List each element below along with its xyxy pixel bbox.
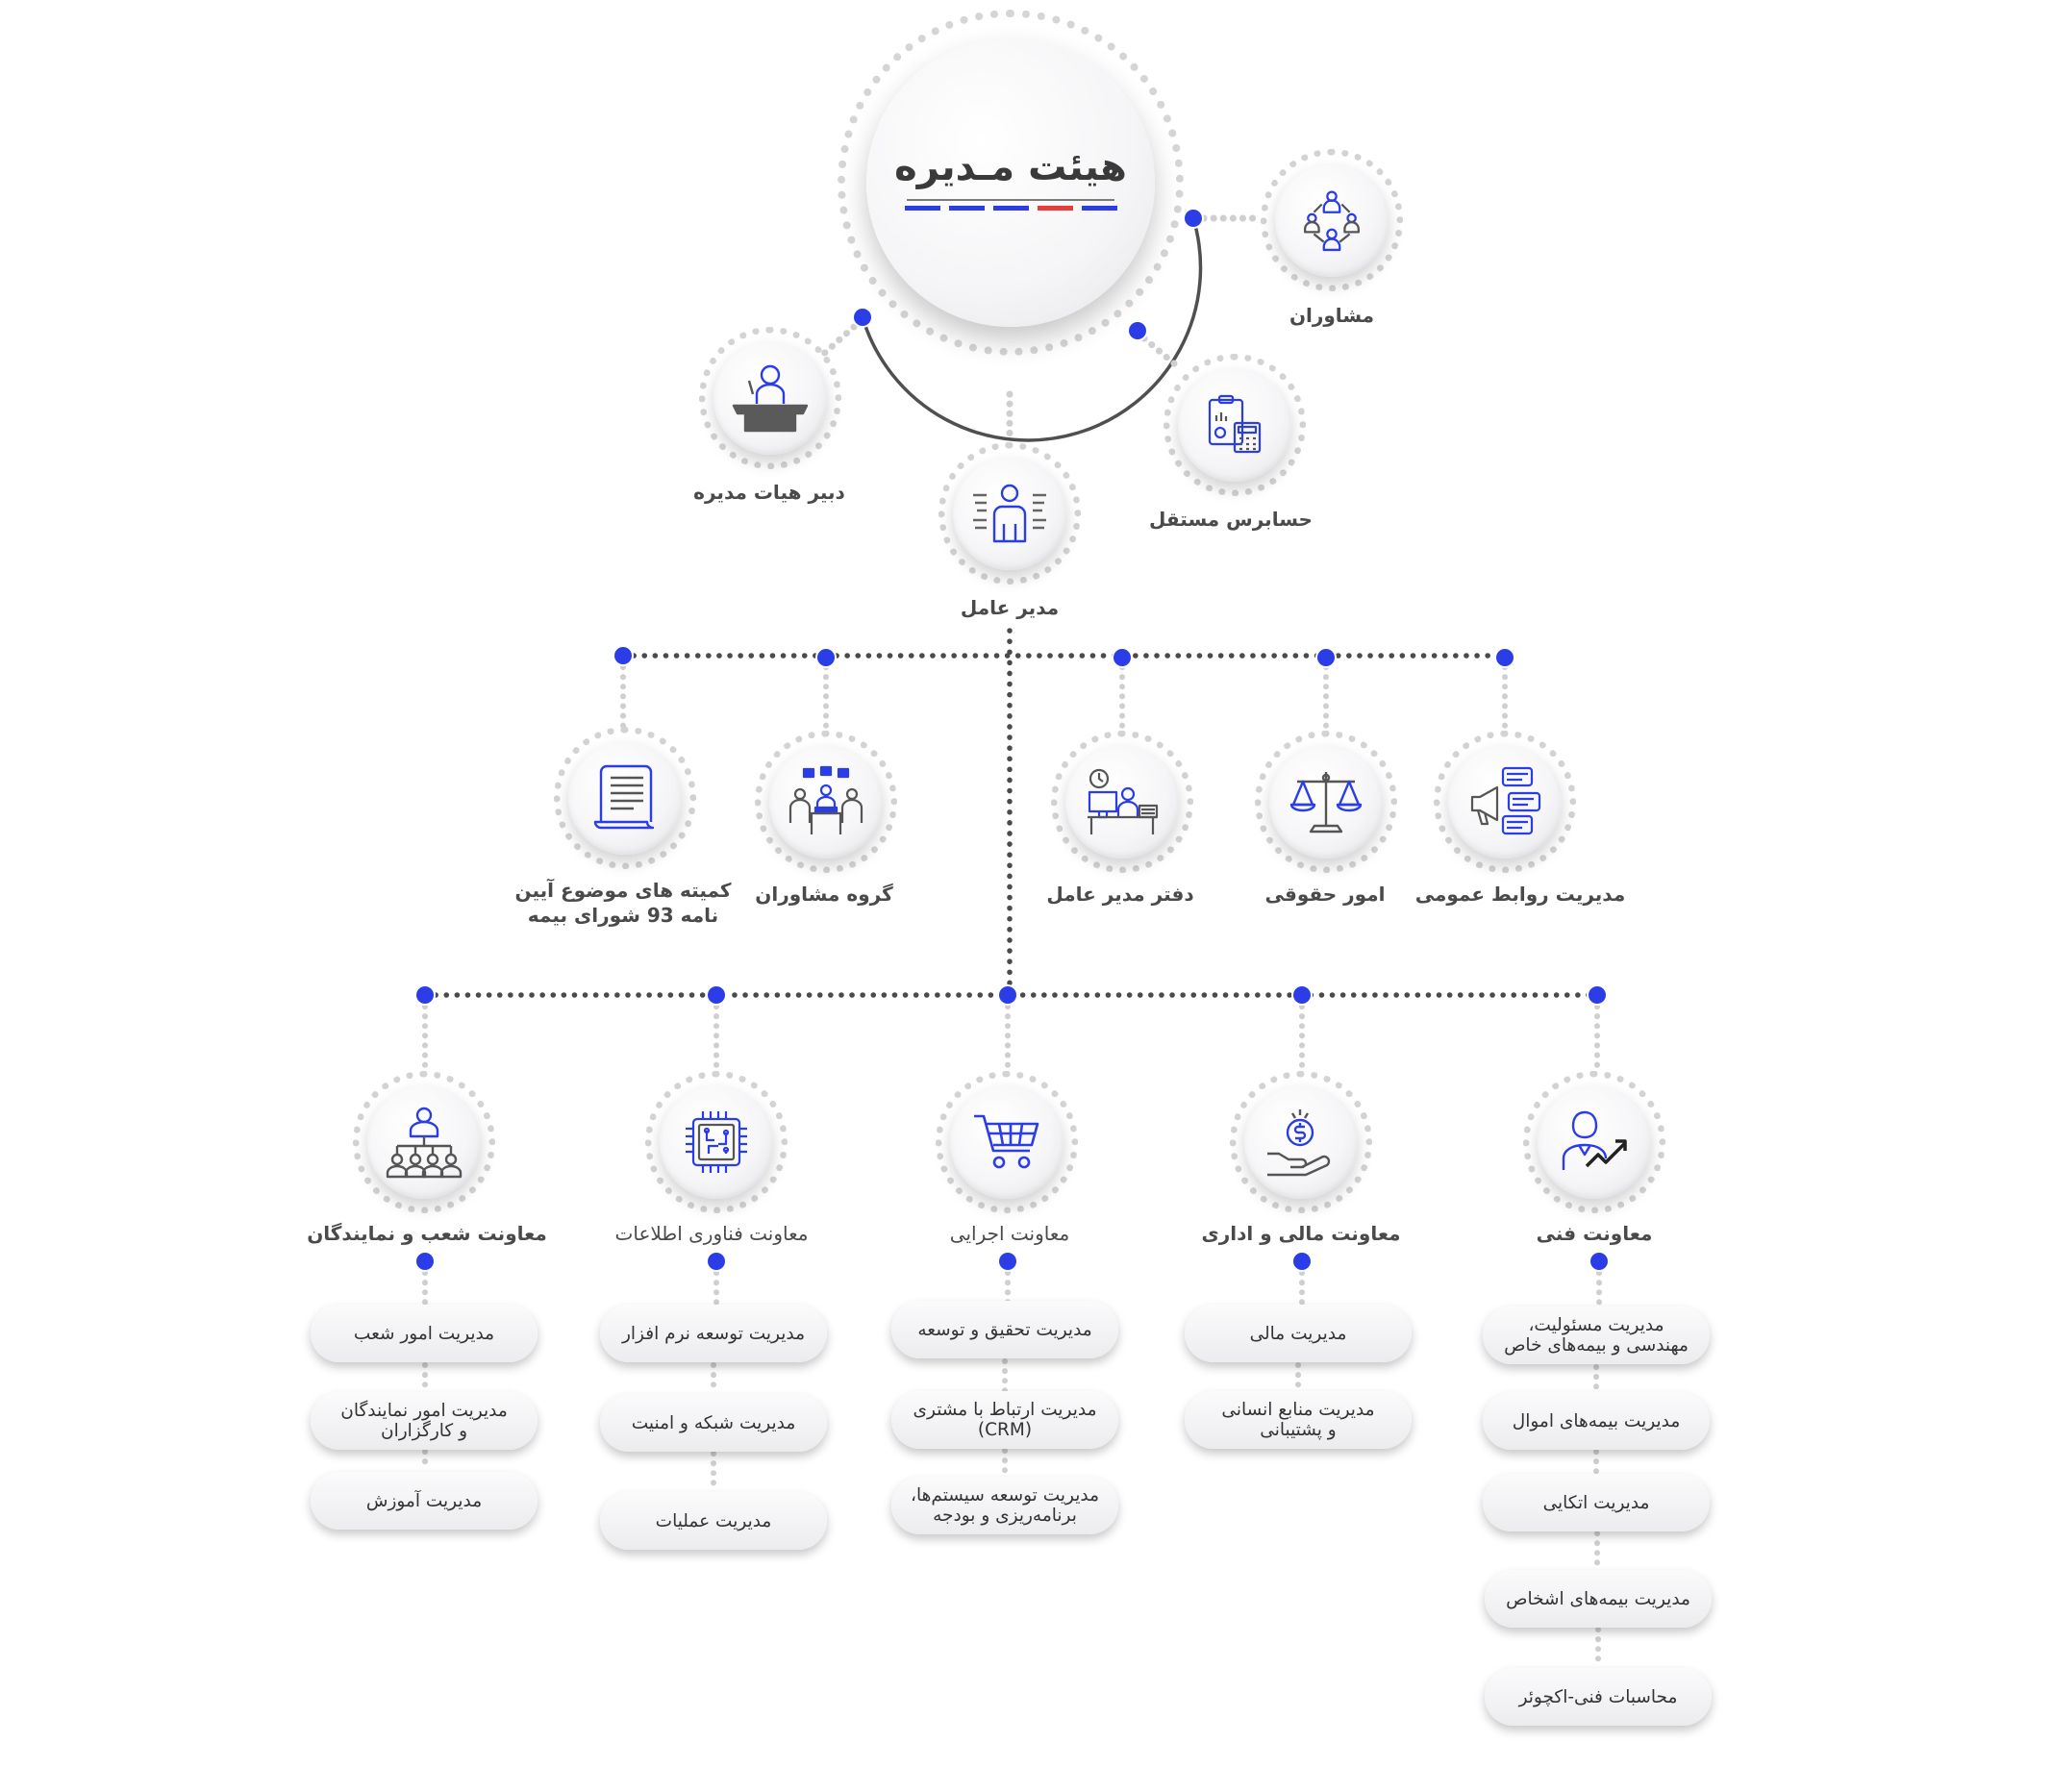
connector-dot bbox=[416, 1253, 434, 1270]
scales-justice-icon-disc bbox=[1269, 745, 1383, 859]
unit-box[interactable]: مدیریت ارتباط با مشتری (CRM) bbox=[891, 1391, 1118, 1449]
meeting-group-icon-disc bbox=[769, 745, 883, 859]
hierarchy-people-icon-disc bbox=[367, 1085, 481, 1199]
connector-dot bbox=[1589, 986, 1606, 1004]
label-deputy-branches: معاونت شعب و نمایندگان bbox=[307, 1222, 547, 1245]
label-legal: امور حقوقی bbox=[1264, 883, 1386, 906]
connector-dot bbox=[708, 986, 725, 1004]
node-public-relations bbox=[1434, 731, 1576, 873]
document-scroll-icon bbox=[593, 764, 655, 830]
node-legal bbox=[1255, 731, 1397, 873]
unit-box[interactable]: مدیریت مالی bbox=[1185, 1305, 1412, 1362]
connector-dot bbox=[1114, 649, 1131, 666]
document-scroll-icon-disc bbox=[568, 741, 682, 855]
office-desk-icon bbox=[1088, 768, 1159, 834]
node-deputy-technical bbox=[1523, 1071, 1665, 1213]
unit-box[interactable]: مدیریت اتکایی bbox=[1483, 1474, 1710, 1531]
connector-dot bbox=[1590, 1253, 1608, 1270]
meeting-group-icon bbox=[788, 765, 863, 834]
unit-box[interactable]: مدیریت آموزش bbox=[311, 1472, 538, 1530]
label-public-relations: مدیریت روابط عمومی bbox=[1414, 883, 1626, 906]
cpu-chip-icon-disc bbox=[660, 1085, 773, 1199]
label-secretary: دبیر هیات مدیره bbox=[693, 481, 845, 504]
money-hand-icon bbox=[1267, 1109, 1331, 1177]
unit-box[interactable]: مدیریت تحقیق و توسعه bbox=[891, 1301, 1118, 1358]
node-deputy-branches bbox=[353, 1071, 495, 1213]
podium-speaker-icon-disc bbox=[713, 341, 827, 455]
unit-box[interactable]: مدیریت منابع انسانی و پشتیبانی bbox=[1185, 1391, 1412, 1449]
node-ceo bbox=[938, 442, 1081, 585]
unit-box[interactable]: مدیریت امور شعب bbox=[311, 1305, 538, 1362]
clipboard-calculator-icon bbox=[1208, 394, 1262, 454]
connector-dot bbox=[1129, 322, 1146, 339]
podium-speaker-icon bbox=[732, 364, 809, 433]
board-of-directors-node: هیئت مـدیره bbox=[838, 10, 1184, 356]
shopping-cart-icon bbox=[974, 1114, 1039, 1169]
people-network-icon bbox=[1304, 190, 1360, 252]
megaphone-chat-icon-disc bbox=[1448, 745, 1562, 859]
cpu-chip-icon bbox=[686, 1111, 747, 1173]
label-deputy-technical: معاونت فنی bbox=[1536, 1222, 1653, 1245]
connector-dot bbox=[817, 649, 835, 666]
connector-dot bbox=[416, 986, 434, 1004]
hierarchy-people-icon bbox=[386, 1107, 463, 1179]
connector-dot bbox=[1185, 210, 1202, 227]
label-ceo-office: دفتر مدیر عامل bbox=[1046, 883, 1194, 906]
megaphone-chat-icon bbox=[1470, 766, 1541, 835]
clipboard-calculator-icon-disc bbox=[1178, 368, 1291, 482]
connector-dot bbox=[1293, 986, 1311, 1004]
people-network-icon-disc bbox=[1275, 163, 1389, 277]
board-circle: هیئت مـدیره bbox=[866, 38, 1155, 327]
unit-box[interactable]: مدیریت بیمه‌های اموال bbox=[1483, 1392, 1710, 1450]
label-deputy-it: معاونت فناوری اطلاعات bbox=[614, 1222, 809, 1245]
unit-box[interactable]: مدیریت امور نمایندگان و کارگزاران bbox=[311, 1392, 538, 1450]
connector-dot bbox=[1293, 1253, 1311, 1270]
unit-box[interactable]: مدیریت بیمه‌های اشخاص bbox=[1485, 1570, 1712, 1628]
node-secretary bbox=[699, 327, 841, 469]
shopping-cart-icon-disc bbox=[950, 1085, 1064, 1199]
scales-justice-icon bbox=[1289, 772, 1363, 834]
manager-person-icon bbox=[973, 484, 1046, 543]
unit-box[interactable]: مدیریت شبکه و امنیت bbox=[600, 1394, 827, 1452]
connector-line bbox=[1140, 335, 1185, 373]
node-auditor bbox=[1164, 354, 1306, 496]
unit-box[interactable]: مدیریت عملیات bbox=[600, 1492, 827, 1550]
connector-dot bbox=[1317, 649, 1335, 666]
node-advisors bbox=[1261, 149, 1403, 291]
board-title-bars bbox=[904, 206, 1117, 211]
connector-dot bbox=[614, 647, 632, 664]
label-deputy-executive: معاونت اجرایی bbox=[949, 1222, 1070, 1245]
connector-dot bbox=[1496, 649, 1514, 666]
unit-box[interactable]: مدیریت توسعه نرم افزار bbox=[600, 1305, 827, 1362]
label-committees: کمیته های موضوع آیین نامه 93 شورای بیمه bbox=[514, 879, 732, 927]
node-deputy-it bbox=[645, 1071, 788, 1213]
connector-dot bbox=[999, 986, 1016, 1004]
node-deputy-finance bbox=[1230, 1071, 1372, 1213]
board-title-rule bbox=[907, 199, 1114, 201]
board-title: هیئت مـدیره bbox=[894, 145, 1127, 189]
connector-dot bbox=[999, 1253, 1016, 1270]
office-desk-icon-disc bbox=[1065, 745, 1179, 859]
connector-dot bbox=[854, 309, 871, 326]
label-advisors: مشاوران bbox=[1289, 304, 1375, 327]
manager-person-icon-disc bbox=[953, 457, 1066, 570]
unit-box[interactable]: محاسبات فنی-اکچوئر bbox=[1485, 1668, 1712, 1726]
board-arc bbox=[861, 217, 1203, 442]
connector-dot bbox=[708, 1253, 725, 1270]
person-growth-icon bbox=[1562, 1110, 1627, 1170]
node-deputy-executive bbox=[936, 1071, 1078, 1213]
node-advisory-group bbox=[755, 731, 897, 873]
person-growth-icon-disc bbox=[1538, 1085, 1651, 1199]
unit-box[interactable]: مدیریت مسئولیت، مهندسی و بیمه‌های خاص bbox=[1483, 1307, 1710, 1364]
money-hand-icon-disc bbox=[1244, 1085, 1358, 1199]
node-committees bbox=[554, 727, 696, 869]
label-advisory-group: گروه مشاوران bbox=[755, 883, 893, 906]
node-ceo-office bbox=[1051, 731, 1193, 873]
label-auditor: حسابرس مستقل bbox=[1149, 508, 1313, 531]
label-ceo: مدیر عامل bbox=[960, 596, 1060, 619]
unit-box[interactable]: مدیریت توسعه سیستم‌ها، برنامه‌ریزی و بود… bbox=[891, 1477, 1118, 1534]
label-deputy-finance: معاونت مالی و اداری bbox=[1201, 1222, 1401, 1245]
